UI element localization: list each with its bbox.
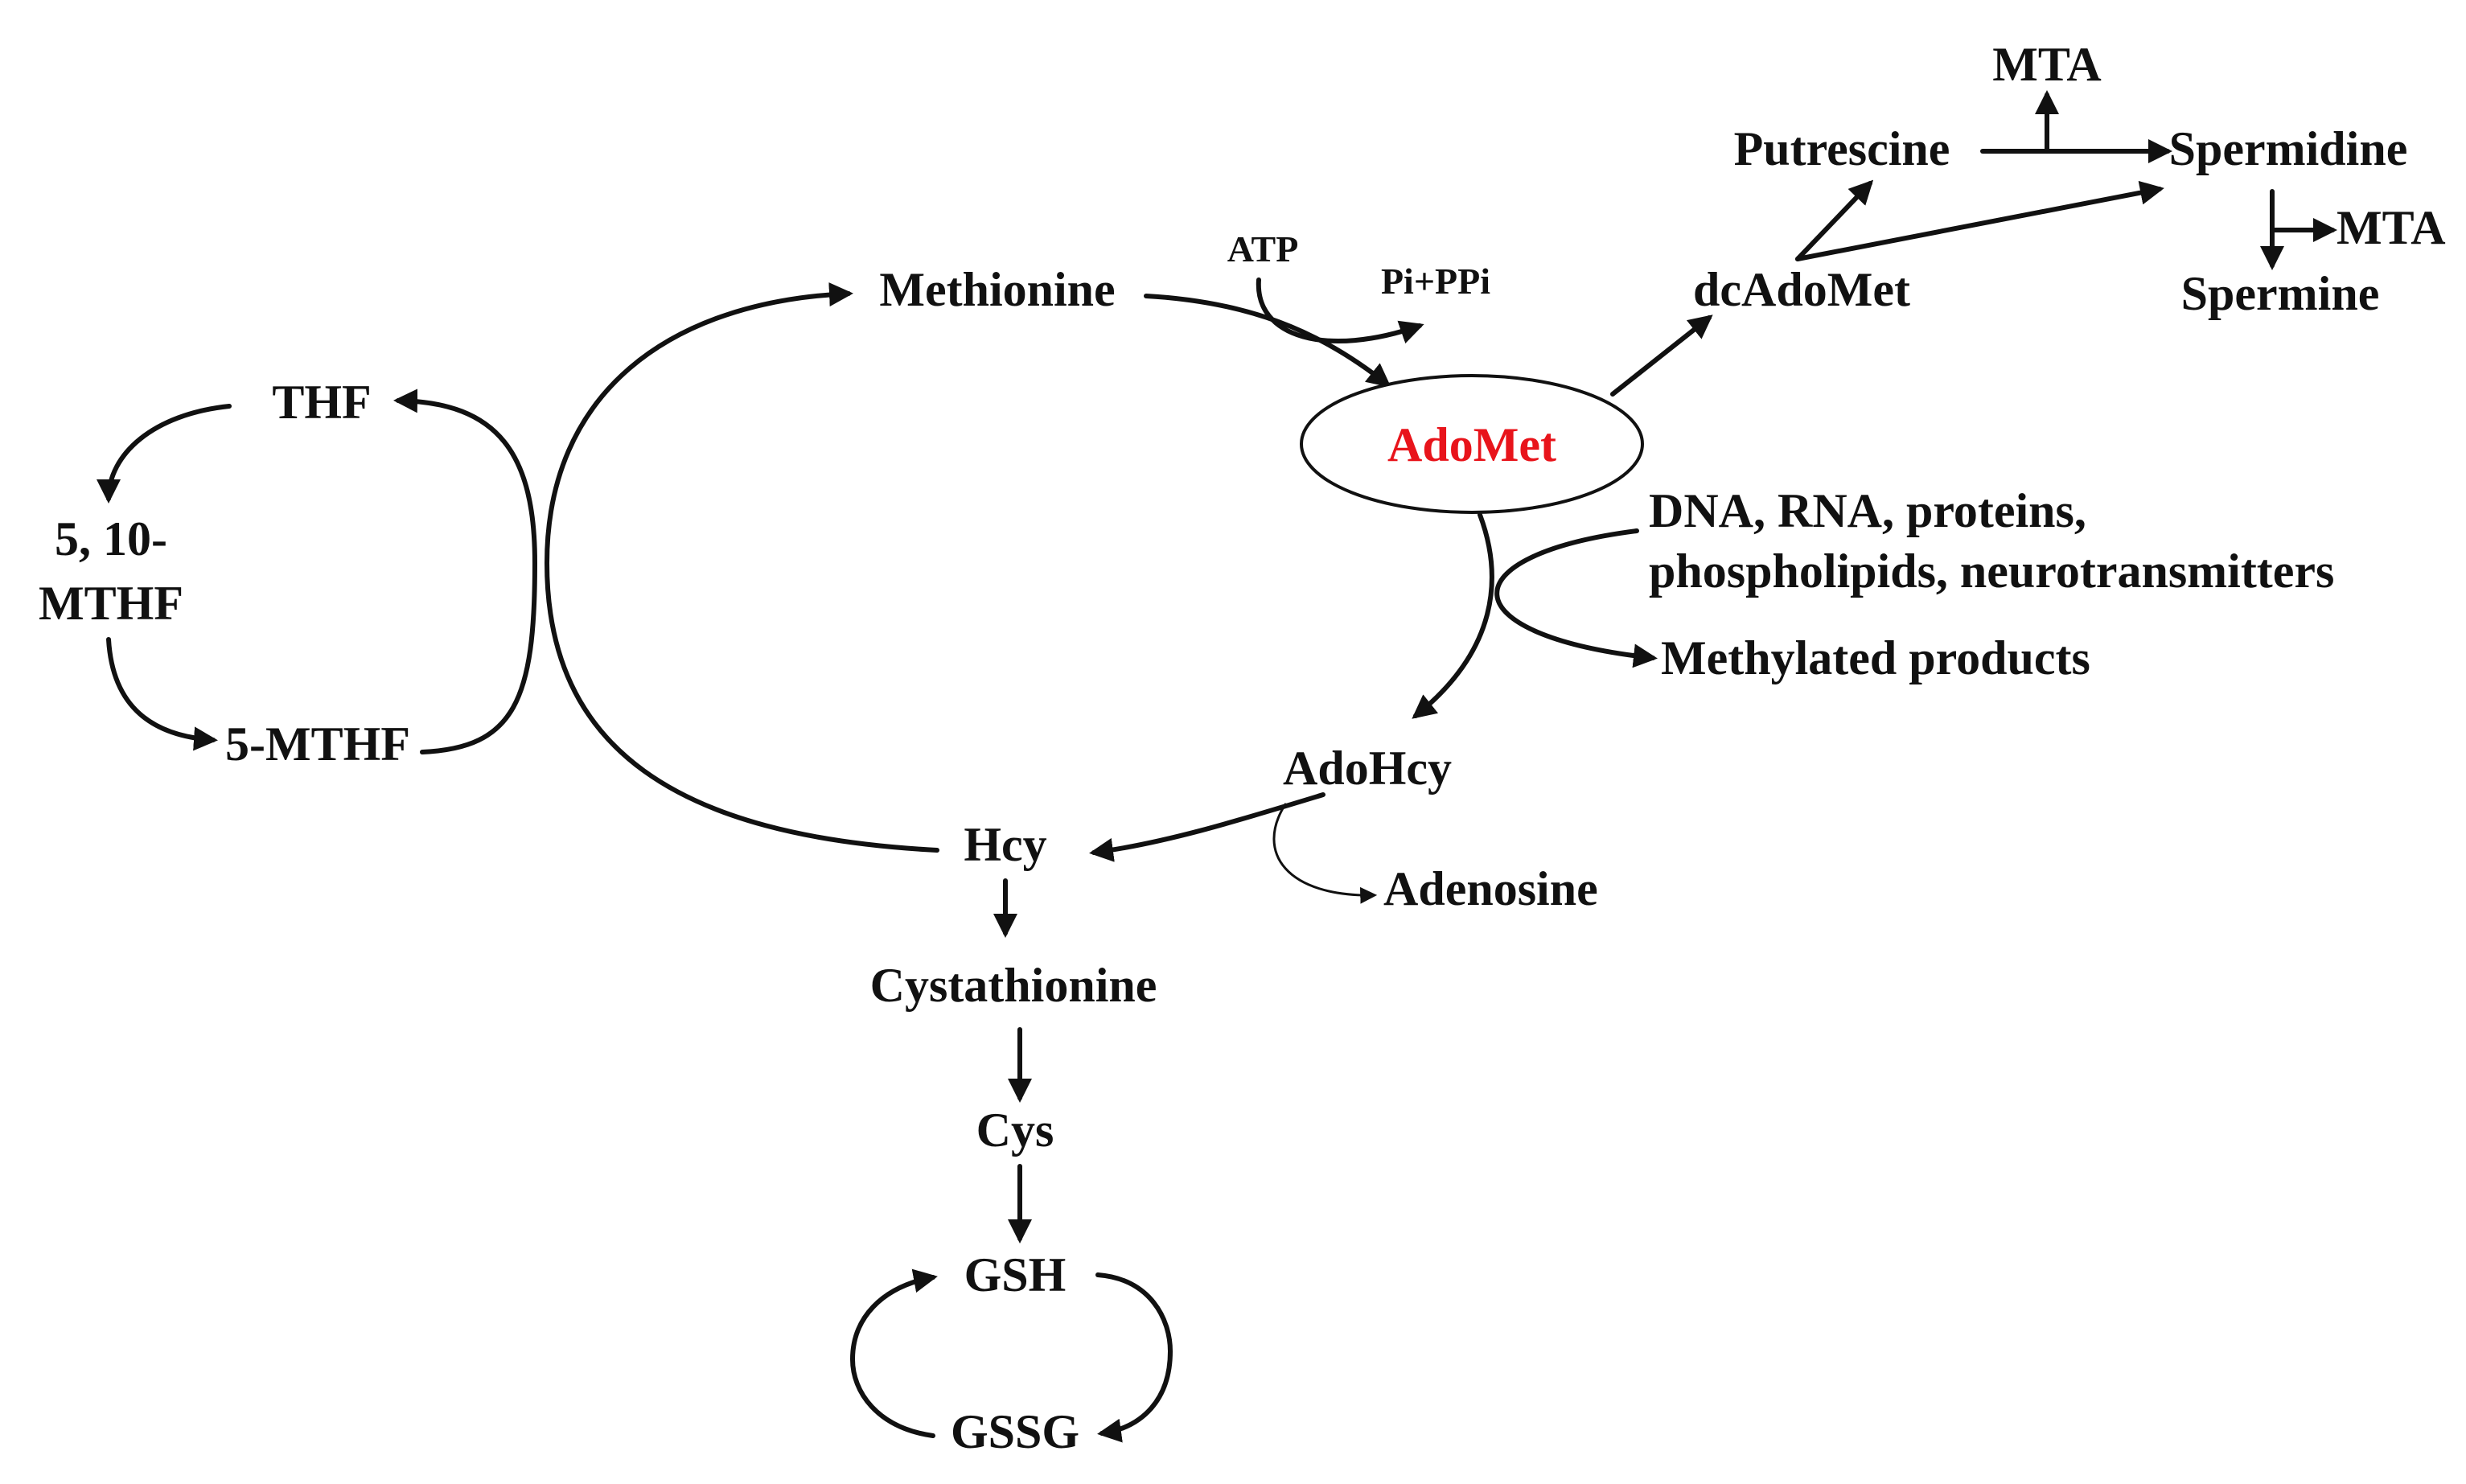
arrow-gsh-to-gssg (1095, 1272, 1173, 1443)
arrow-5mthf-to-thf (393, 388, 538, 754)
arrow-adomet-to-dcadomet (1610, 314, 1713, 397)
mthf-510-line2: MTHF (39, 577, 183, 630)
arrow-hcy-to-methionine-loop (544, 282, 939, 853)
methylated-products-label: Methylated products (1661, 631, 2090, 684)
spermidine-label: Spermidine (2169, 122, 2408, 175)
adenosine-label: Adenosine (1383, 862, 1598, 915)
adomet-label: AdoMet (1387, 418, 1556, 471)
adomet-node-ellipse (1300, 374, 1644, 514)
arrow-adomet-to-adohcy (1412, 512, 1494, 719)
hcy-label: Hcy (964, 818, 1046, 871)
cys-label: Cys (976, 1104, 1054, 1157)
methionine-label: Methionine (879, 263, 1115, 316)
thf-label: THF (272, 376, 371, 429)
arrow-acceptors-to-methylated (1494, 528, 1658, 668)
mthf-510-line1: 5, 10- (55, 512, 167, 565)
mthf5-label: 5-MTHF (225, 717, 410, 771)
arrow-adohcy-to-adenosine (1272, 803, 1378, 904)
arrow-methionine-to-adomet (1144, 294, 1391, 388)
atp-label: ATP (1227, 228, 1299, 269)
arrow-thf-to-510mthf (97, 404, 232, 504)
spermine-label: Spermine (2181, 267, 2380, 320)
arrow-510mthf-to-5mthf (106, 637, 218, 751)
pi-ppi-label: Pi+PPi (1381, 261, 1490, 302)
dcadomet-label: dcAdoMet (1693, 263, 1910, 316)
mta-right-label: MTA (2337, 201, 2446, 254)
methyl-acceptors-line2: phospholipids, neurotransmitters (1649, 545, 2334, 598)
arrow-dcadomet-to-putrescine (1795, 179, 1874, 261)
mta-top-label: MTA (1992, 38, 2102, 91)
gssg-label: GSSG (951, 1405, 1079, 1458)
arrow-adohcy-to-hcy (1089, 792, 1325, 862)
gsh-label: GSH (964, 1248, 1067, 1301)
arrow-gssg-to-gsh (849, 1268, 938, 1438)
cystathionine-label: Cystathionine (870, 959, 1157, 1012)
methyl-acceptors-line1: DNA, RNA, proteins, (1649, 484, 2086, 537)
adohcy-label: AdoHcy (1283, 742, 1452, 795)
arrow-dcadomet-to-spermidine (1795, 180, 2164, 261)
putrescine-label: Putrescine (1734, 122, 1950, 175)
arrow-atp-to-pippi (1256, 277, 1424, 344)
